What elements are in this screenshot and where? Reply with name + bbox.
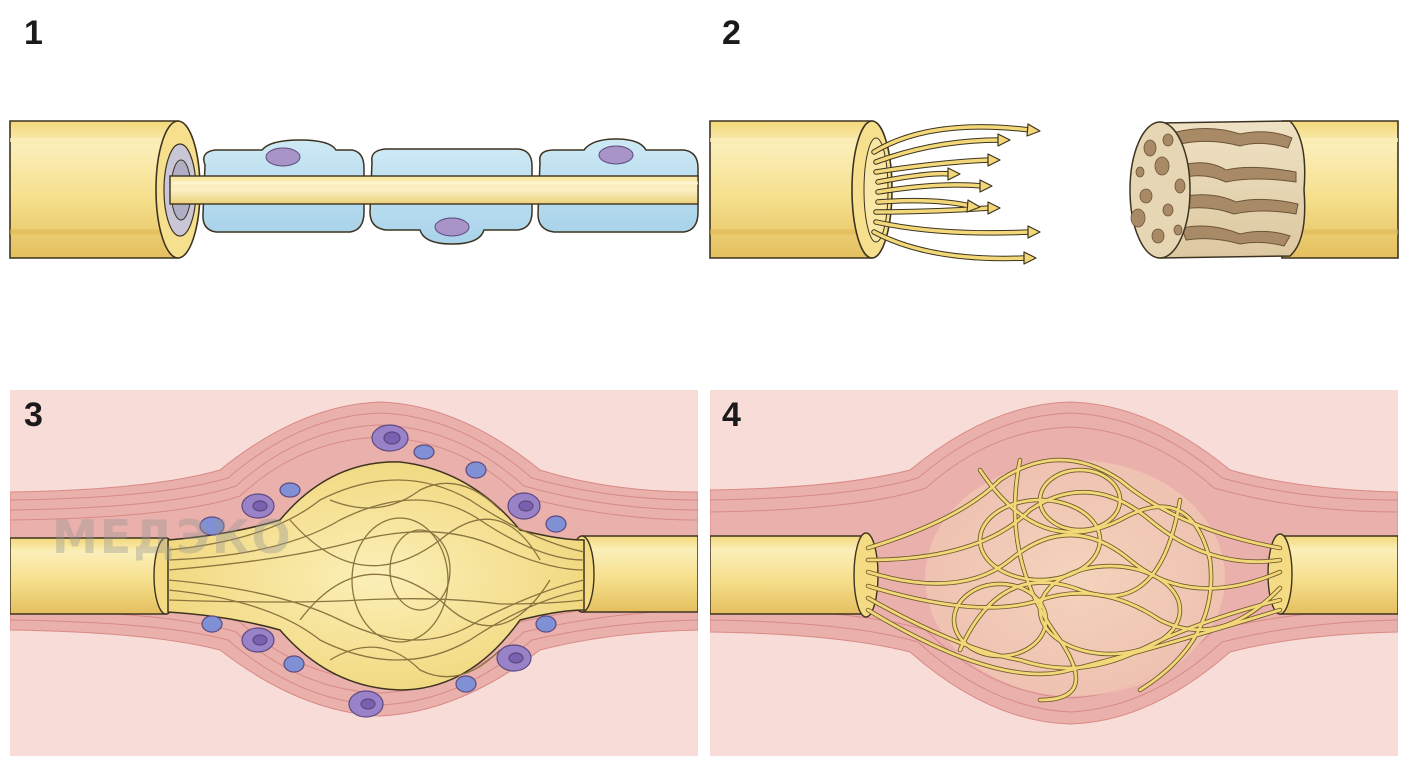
panel-number-2: 2	[722, 14, 741, 52]
panel-4-neuroma	[710, 390, 1398, 756]
schwann-nucleus	[265, 147, 301, 167]
panel-1-intact-nerve	[9, 120, 699, 259]
schwann-nucleus	[598, 145, 634, 165]
panel-number-3: 3	[24, 396, 43, 434]
axon	[169, 175, 699, 205]
regenerating-fibers	[167, 479, 585, 678]
distal-degenerating-stump	[1129, 120, 1399, 259]
tangled-fibers	[865, 457, 1283, 703]
watermark: МЕДЭКО	[52, 510, 293, 564]
inflammatory-cells	[199, 424, 567, 718]
panel-2-axon-sprouting	[709, 120, 1399, 265]
panel-number-4: 4	[722, 396, 741, 434]
axon-sprouts	[871, 123, 1041, 265]
schwann-nucleus	[434, 217, 470, 237]
panel-3-regeneration-scar	[10, 390, 698, 756]
panel-number-1: 1	[24, 14, 43, 52]
